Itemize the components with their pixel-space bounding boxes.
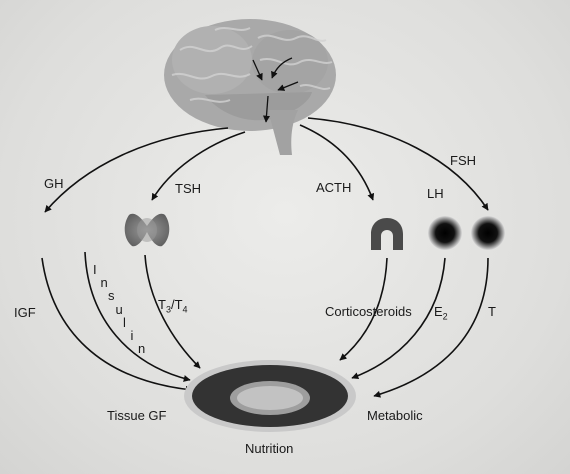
- insulin-letter: l: [123, 314, 126, 330]
- insulin-letter: n: [138, 341, 146, 357]
- insulin-letter: I: [93, 262, 97, 277]
- label-lh: LH: [427, 186, 444, 201]
- label-corticosteroids: Corticosteroids: [325, 304, 412, 319]
- label-metabolic: Metabolic: [367, 408, 423, 423]
- arrow-tsh: [151, 131, 246, 201]
- arrow-gh: [44, 127, 229, 213]
- thyroid-icon: [124, 213, 170, 247]
- insulin-letter: s: [108, 288, 115, 304]
- arrow-insulin: [84, 251, 191, 382]
- arrow-fsh: [307, 117, 489, 211]
- insulin-letter: u: [115, 301, 123, 317]
- label-nutrition: Nutrition: [245, 441, 294, 456]
- label-fsh: FSH: [450, 153, 476, 168]
- insulin-letter: n: [100, 275, 108, 291]
- arrow-igf: [41, 257, 193, 393]
- arrow-corticosteroids: [339, 257, 388, 361]
- arrow-e2: [351, 257, 446, 380]
- insulin-letter: i: [130, 328, 134, 343]
- arrow-t: [373, 257, 489, 398]
- label-igf: IGF: [14, 305, 36, 320]
- arrow-acth: [299, 124, 375, 201]
- brain-icon: [164, 19, 336, 155]
- label-tissue-gf: Tissue GF: [107, 408, 167, 423]
- label-e2: E2: [434, 304, 448, 322]
- label-acth: ACTH: [316, 180, 352, 195]
- nutrition-ring: [184, 360, 356, 432]
- label-tsh: TSH: [175, 181, 201, 196]
- testis-icon: [471, 216, 505, 250]
- adrenal-icon: [371, 218, 403, 250]
- label-t3-t4: T3/T4: [158, 297, 188, 315]
- label-t: T: [488, 304, 496, 319]
- label-gh: GH: [44, 176, 64, 191]
- arrow-t3t4: [144, 254, 201, 369]
- ovary-icon: [428, 216, 462, 250]
